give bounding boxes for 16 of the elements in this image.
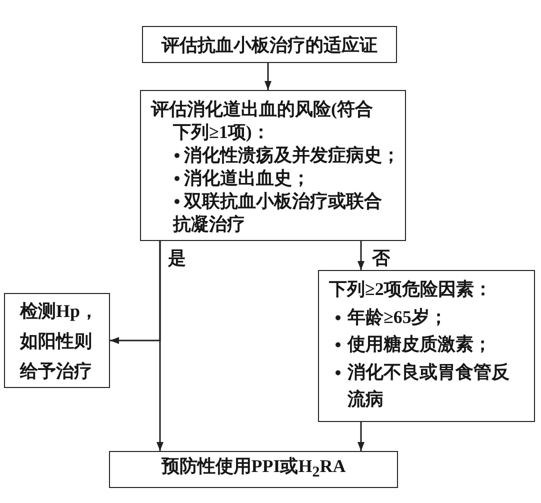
arrow	[358, 422, 364, 451]
outcome-box	[109, 451, 398, 488]
edge-label: 是	[167, 248, 187, 268]
process-box	[142, 26, 397, 63]
arrow	[358, 241, 364, 270]
action-box	[4, 293, 110, 388]
step-text: 评估抗血小板治疗的适应证	[162, 34, 378, 56]
outcome-text: 预防性使用PPI或H$_{2}$RA	[161, 455, 346, 483]
risk-factor-box	[318, 270, 535, 422]
edge-label: 否	[371, 248, 391, 268]
criteria-heading: 评估消化道出血的风险(符合下列≥1项)：	[151, 98, 374, 144]
arrow	[156, 241, 164, 451]
arrow	[264, 63, 272, 90]
risk-heading: 下列≥2项危险因素：	[329, 278, 493, 301]
decision-box	[140, 90, 406, 241]
action-text: 检测Hp，如阳性则给予治疗	[20, 300, 100, 382]
